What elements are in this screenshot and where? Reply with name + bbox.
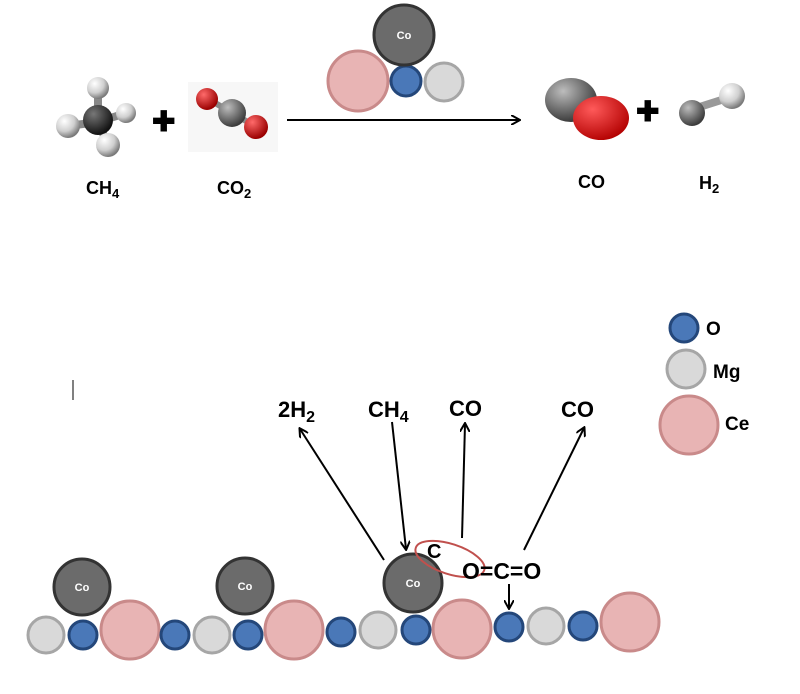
catalyst-cluster: Co: [326, 3, 465, 113]
surface-co-label-2: CO: [561, 397, 594, 422]
co-particle: Co: [215, 556, 275, 616]
legend-ce-swatch: [658, 394, 720, 456]
arrow-ch4-adsorb: [391, 421, 406, 549]
methane-molecule-icon: [56, 77, 136, 157]
carbon-monoxide-molecule-icon: [545, 78, 629, 140]
surface-2h2-label: 2H2: [278, 397, 315, 426]
co-particle: Co: [382, 552, 444, 614]
surface-ch4-label: CH4: [368, 397, 409, 426]
legend-mg-swatch: [665, 348, 707, 390]
product-h2-label: H2: [699, 173, 719, 196]
svg-text:Co: Co: [238, 581, 253, 593]
support-surface: [26, 591, 661, 661]
co2-adsorbed-label: O=C=O: [462, 558, 541, 584]
carbon-deposit: C: [414, 539, 486, 579]
svg-text:Co: Co: [406, 578, 421, 590]
surface-co-label-1: CO: [449, 396, 482, 421]
plus-icon: ✚: [152, 106, 175, 137]
product-co-label: CO: [578, 172, 605, 192]
legend-o-swatch: [668, 312, 700, 344]
legend-ce-label: Ce: [725, 414, 749, 435]
plus-icon: ✚: [636, 96, 659, 127]
co-particle: Co: [52, 557, 112, 617]
carbon-label: C: [427, 541, 441, 563]
svg-text:Co: Co: [75, 582, 90, 594]
hydrogen-molecule-icon: [679, 83, 745, 126]
carbon-dioxide-molecule-icon: [188, 82, 278, 152]
arrow-co-release-1: [462, 424, 465, 539]
reactant-ch4-label: CH4: [86, 178, 120, 201]
arrow-h2-release: [300, 429, 385, 561]
legend: O Mg Ce: [658, 312, 749, 456]
reactant-co2-label: CO2: [217, 178, 251, 201]
legend-mg-label: Mg: [713, 362, 740, 383]
legend-o-label: O: [706, 319, 721, 340]
arrow-co-release-2: [523, 428, 584, 551]
catalyst-co-label: Co: [397, 30, 412, 42]
